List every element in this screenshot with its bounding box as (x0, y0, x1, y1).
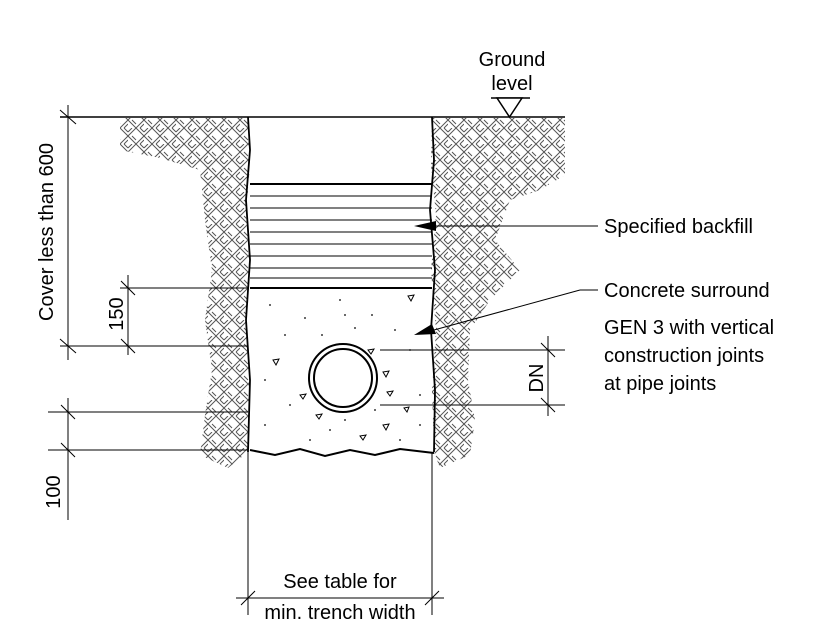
concrete-bottom-edge (249, 447, 435, 458)
soil-left (120, 118, 250, 468)
ground-label-line1: Ground (479, 49, 546, 71)
pipe (308, 343, 378, 413)
concrete-label-line3: construction joints (604, 345, 764, 367)
trench-width-line1: See table for (283, 571, 397, 593)
cover-dim-label: Cover less than 600 (36, 143, 58, 321)
concrete-leader (414, 289, 598, 335)
concrete-label-line4: at pipe joints (604, 373, 716, 395)
concrete-label-line2: GEN 3 with vertical (604, 317, 774, 339)
dim-150-label: 150 (106, 297, 128, 330)
ground-label-line2: level (491, 73, 532, 95)
trench-width-line2: min. trench width (264, 602, 415, 624)
backfill-leader (414, 221, 598, 231)
trench-width-dimension (236, 452, 444, 615)
dn-label: DN (526, 364, 548, 393)
backfill-layer (250, 183, 432, 289)
concrete-label-line1: Concrete surround (604, 280, 770, 302)
trench-wall-right (429, 116, 436, 453)
soil-right (431, 118, 565, 468)
left-dimensions (48, 105, 248, 520)
ground-level-marker (491, 97, 530, 119)
dim-100-label: 100 (43, 475, 65, 508)
concrete-aggregate (272, 294, 415, 441)
dn-dimension (380, 336, 565, 416)
trench-wall-left (245, 116, 251, 453)
backfill-label: Specified backfill (604, 216, 753, 238)
